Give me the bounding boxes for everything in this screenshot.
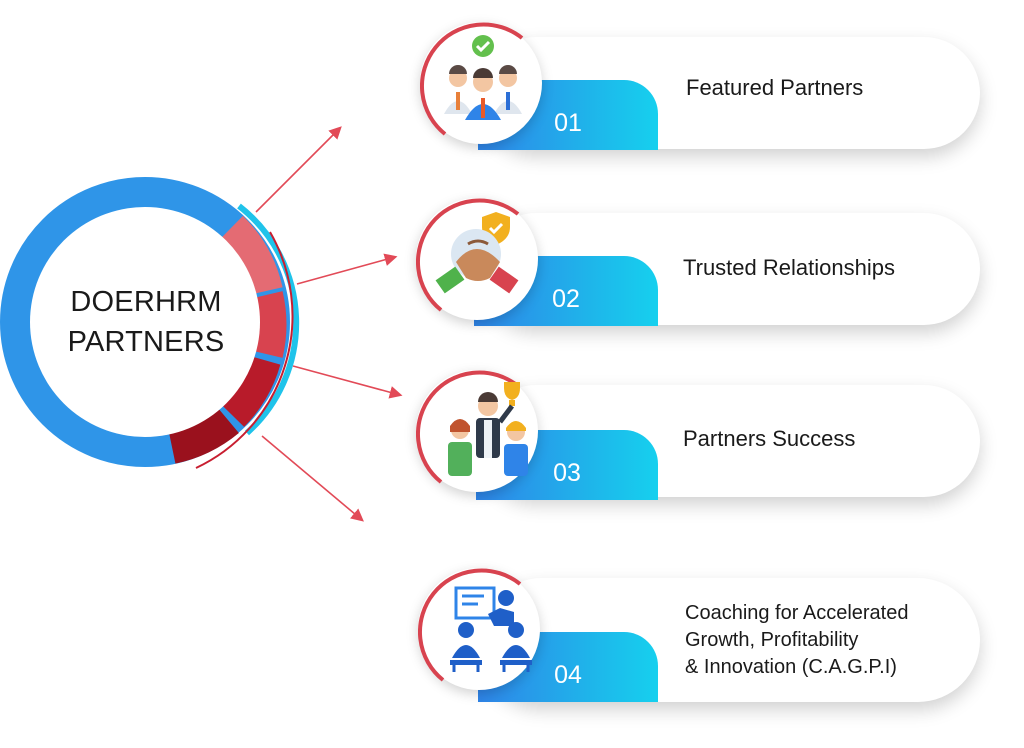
item-label-04-line3: & Innovation (C.A.G.P.I) <box>685 656 897 678</box>
trophy-team-icon <box>416 370 528 484</box>
arrow-01 <box>255 126 342 213</box>
icon-badge-04 <box>418 568 540 690</box>
arrow-03 <box>292 365 403 399</box>
hub-title-line2: PARTNERS <box>67 326 225 358</box>
icon-badge-03 <box>416 370 538 492</box>
item-label-03: Partners Success <box>683 426 856 451</box>
hub-center <box>30 207 260 437</box>
hub-title-line1: DOERHRM <box>70 286 222 318</box>
item-number-01: 01 <box>554 109 582 137</box>
hub-segment-2 <box>249 291 287 358</box>
icon-badge-01 <box>420 22 542 144</box>
hub-segment-3 <box>219 354 281 427</box>
item-number-02: 02 <box>552 285 580 313</box>
item-label-04-line1: Coaching for Accelerated <box>685 602 909 624</box>
hub-segment-1 <box>218 215 283 296</box>
item-label-02: Trusted Relationships <box>683 255 895 280</box>
hub-accent-arc <box>237 203 300 436</box>
icon-badge-02 <box>416 198 538 320</box>
hub-segment-4 <box>168 406 239 464</box>
handshake-shield-icon <box>416 198 520 312</box>
arrow-02 <box>296 253 398 285</box>
presentation-coaching-icon <box>418 568 532 682</box>
team-approval-icon <box>420 22 524 136</box>
outer-red-arc <box>195 231 294 469</box>
item-label-04-line2: Growth, Profitability <box>685 629 859 651</box>
item-label-04: Coaching for Accelerated Growth, Profita… <box>685 600 908 681</box>
arrow-04 <box>261 435 364 522</box>
item-label-01: Featured Partners <box>686 75 864 100</box>
item-number-04: 04 <box>554 661 582 689</box>
hub-title: DOERHRM PARTNERS <box>30 282 262 362</box>
item-number-03: 03 <box>553 459 581 487</box>
